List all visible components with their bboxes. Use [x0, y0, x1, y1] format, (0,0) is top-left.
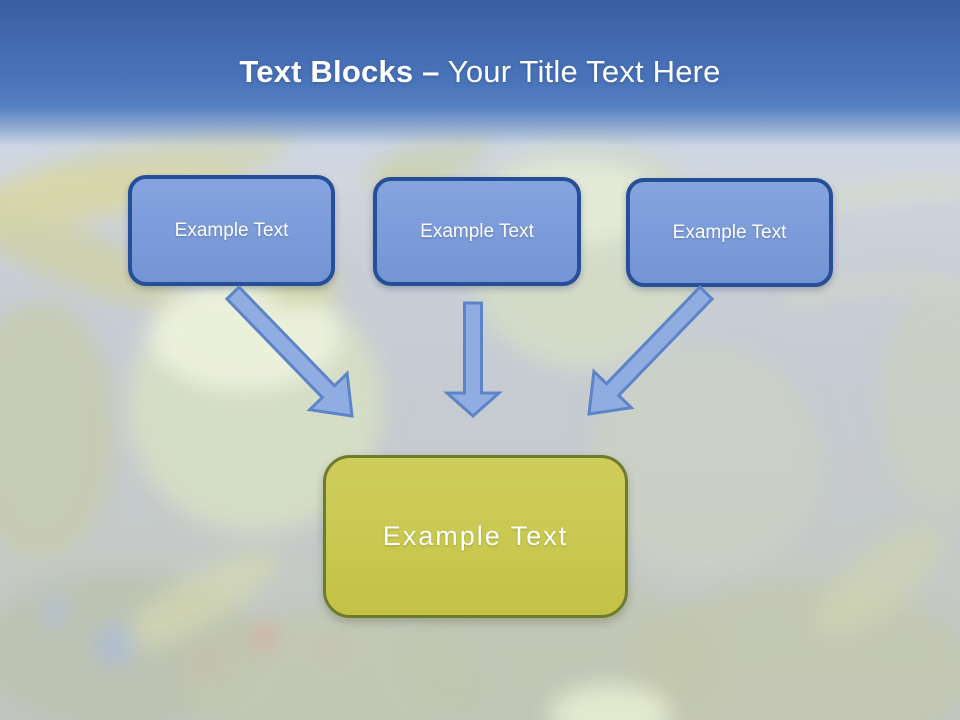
- text-block-3[interactable]: Example Text: [626, 178, 833, 287]
- title-regular-segment: Your Title Text Here: [439, 54, 721, 89]
- target-block-label: Example Text: [382, 521, 569, 551]
- text-block-3-label: Example Text: [672, 221, 787, 243]
- slide-title: Text Blocks – Your Title Text Here: [0, 54, 960, 90]
- text-block-1[interactable]: Example Text: [128, 175, 335, 286]
- text-block-2-label: Example Text: [420, 220, 534, 242]
- text-block-1-label: Example Text: [174, 219, 289, 241]
- target-block[interactable]: Example Text: [323, 455, 628, 618]
- title-bold-segment: Text Blocks –: [239, 54, 440, 89]
- text-block-2[interactable]: Example Text: [373, 177, 581, 286]
